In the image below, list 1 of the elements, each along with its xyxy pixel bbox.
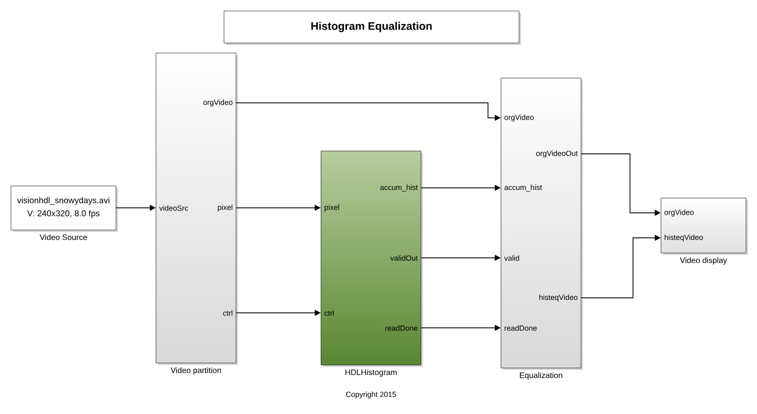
title-box: Histogram Equalization — [224, 10, 521, 45]
